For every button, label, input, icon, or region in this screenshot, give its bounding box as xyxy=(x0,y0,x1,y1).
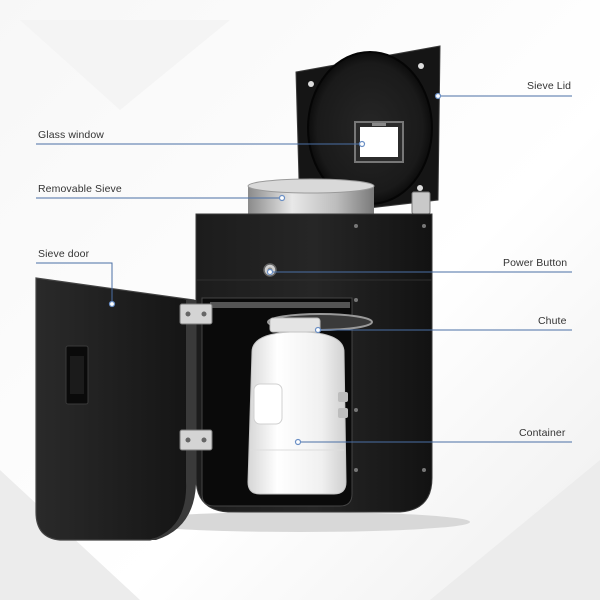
body-screw xyxy=(354,408,358,412)
body-screw xyxy=(354,468,358,472)
background-facet xyxy=(430,460,600,600)
leader-sieve-door xyxy=(36,262,113,304)
label-sieve-lid: Sieve Lid xyxy=(527,80,572,92)
lid-screw xyxy=(417,185,423,191)
label-power-button: Power Button xyxy=(503,257,568,269)
container xyxy=(247,317,347,495)
fitting xyxy=(338,392,348,402)
leader-dots xyxy=(108,92,442,446)
door-hinge-bottom xyxy=(179,429,213,451)
label-glass-window: Glass window xyxy=(38,129,104,141)
lid-screw xyxy=(418,63,424,69)
body-screw xyxy=(422,224,426,228)
label-sieve-door: Sieve door xyxy=(38,248,90,260)
lid-screw xyxy=(308,81,314,87)
glass-window xyxy=(354,121,404,163)
background-facet xyxy=(20,20,230,110)
label-removable-sieve: Removable Sieve xyxy=(38,183,122,195)
sieve-door xyxy=(35,277,196,541)
body-screw xyxy=(422,468,426,472)
leader-lines xyxy=(36,95,572,443)
fitting xyxy=(338,408,348,418)
removable-sieve xyxy=(247,178,375,214)
body-screw xyxy=(354,224,358,228)
door-hinge-top xyxy=(179,303,213,325)
floor-shadow xyxy=(130,512,470,532)
lid-hinge xyxy=(411,191,431,215)
body-screw xyxy=(354,298,358,302)
label-chute: Chute xyxy=(538,315,567,327)
label-container: Container xyxy=(519,427,566,439)
